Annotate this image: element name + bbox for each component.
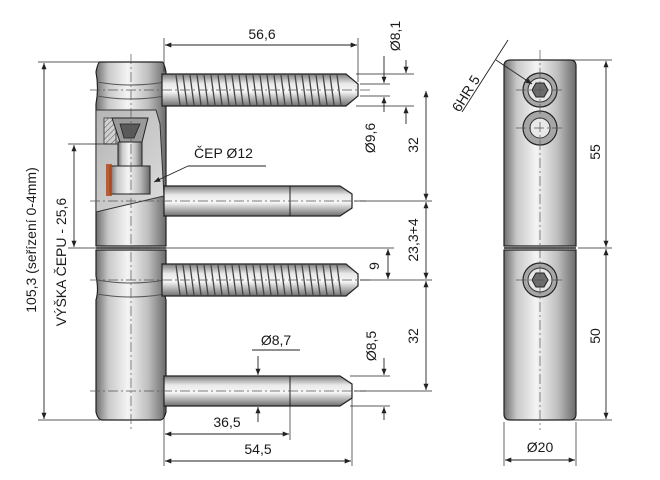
dim-screw-dia-root: Ø9,6 — [362, 123, 378, 154]
dim-gap: 23,3+4 — [405, 218, 421, 261]
dim-pin-inner-length: 36,5 — [213, 414, 240, 430]
dim-screw-dia-top: Ø8,1 — [387, 21, 403, 52]
dim-spacing-upper: 32 — [405, 137, 421, 153]
dim-total-height: 105,3 (seřízení 0-4mm) — [23, 167, 39, 313]
dim-spacing-lower: 32 — [405, 328, 421, 344]
dim-pin-total-length: 54,5 — [244, 441, 271, 457]
pin-head — [109, 165, 151, 195]
dim-upper-height: 55 — [587, 144, 603, 160]
dim-pin-tip-dia: Ø8,5 — [363, 331, 379, 362]
dim-pin-height: VÝŠKA ČEPU - 25,6 — [53, 198, 69, 327]
dim-lower-height: 50 — [587, 328, 603, 344]
dim-pin-label: ČEP Ø12 — [194, 145, 253, 161]
inner-screw — [117, 141, 143, 169]
left-dimensions: 56,6 Ø8,1 Ø9,6 32 23,3+4 9 32 Ø8,5 — [23, 21, 432, 466]
hinge-side-view — [90, 54, 372, 430]
hinge-front-view — [503, 50, 577, 430]
dim-offset: 9 — [366, 262, 382, 270]
dim-hex-key: 6HR 5 — [448, 72, 483, 114]
dim-body-dia: Ø20 — [527, 439, 554, 455]
dim-pin-dia: Ø8,7 — [261, 332, 292, 348]
dim-screw-length: 56,6 — [248, 26, 275, 42]
